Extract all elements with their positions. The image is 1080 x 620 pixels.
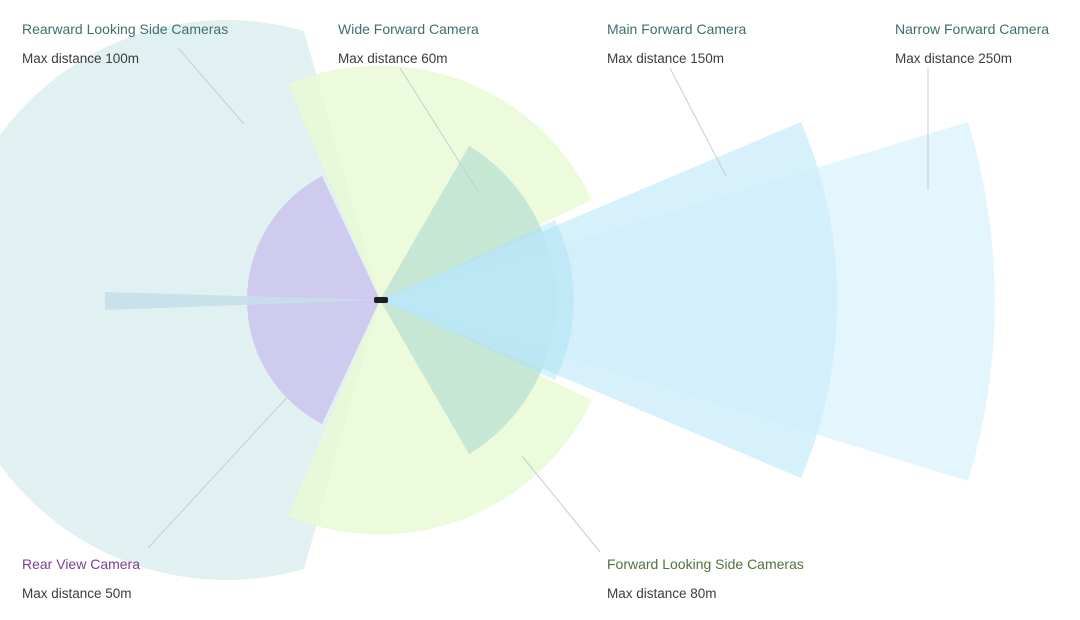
rear-view-camera-label: Rear View Camera Max distance 50m [22, 556, 140, 602]
main-forward-camera-distance: Max distance 150m [607, 51, 725, 66]
main-forward-camera-label: Main Forward Camera Max distance 150m [607, 21, 746, 67]
leader-lines [147, 47, 929, 553]
rear-view-camera-distance: Max distance 50m [22, 586, 132, 601]
rearward-side-cameras-distance: Max distance 100m [22, 51, 140, 66]
rear-view-camera-title: Rear View Camera [22, 556, 141, 572]
main-forward-camera-title: Main Forward Camera [607, 21, 747, 37]
forward-side-cameras-distance: Max distance 80m [607, 586, 717, 601]
narrow-forward-camera-title: Narrow Forward Camera [895, 21, 1050, 37]
rearward-side-cameras-title: Rearward Looking Side Cameras [22, 21, 229, 37]
wide-forward-camera-distance: Max distance 60m [338, 51, 448, 66]
narrow-forward-camera-distance: Max distance 250m [895, 51, 1013, 66]
wide-forward-camera-title: Wide Forward Camera [338, 21, 479, 37]
forward-side-camera-coverage-upper [288, 65, 592, 300]
wide-forward-camera-label: Wide Forward Camera Max distance 60m [338, 21, 479, 67]
rearward-side-cameras-label: Rearward Looking Side Cameras Max distan… [22, 21, 228, 67]
rear-thin-beam [105, 292, 380, 310]
narrow-forward-camera-coverage [380, 122, 995, 481]
forward-overlap [380, 220, 574, 380]
forward-side-cameras-title: Forward Looking Side Cameras [607, 556, 804, 572]
forward-side-cameras-label: Forward Looking Side Cameras Max distanc… [607, 556, 804, 602]
narrow-forward-camera-label: Narrow Forward Camera Max distance 250m [895, 21, 1049, 67]
car-icon [374, 297, 388, 303]
forward-side-camera-coverage-lower [288, 300, 592, 535]
